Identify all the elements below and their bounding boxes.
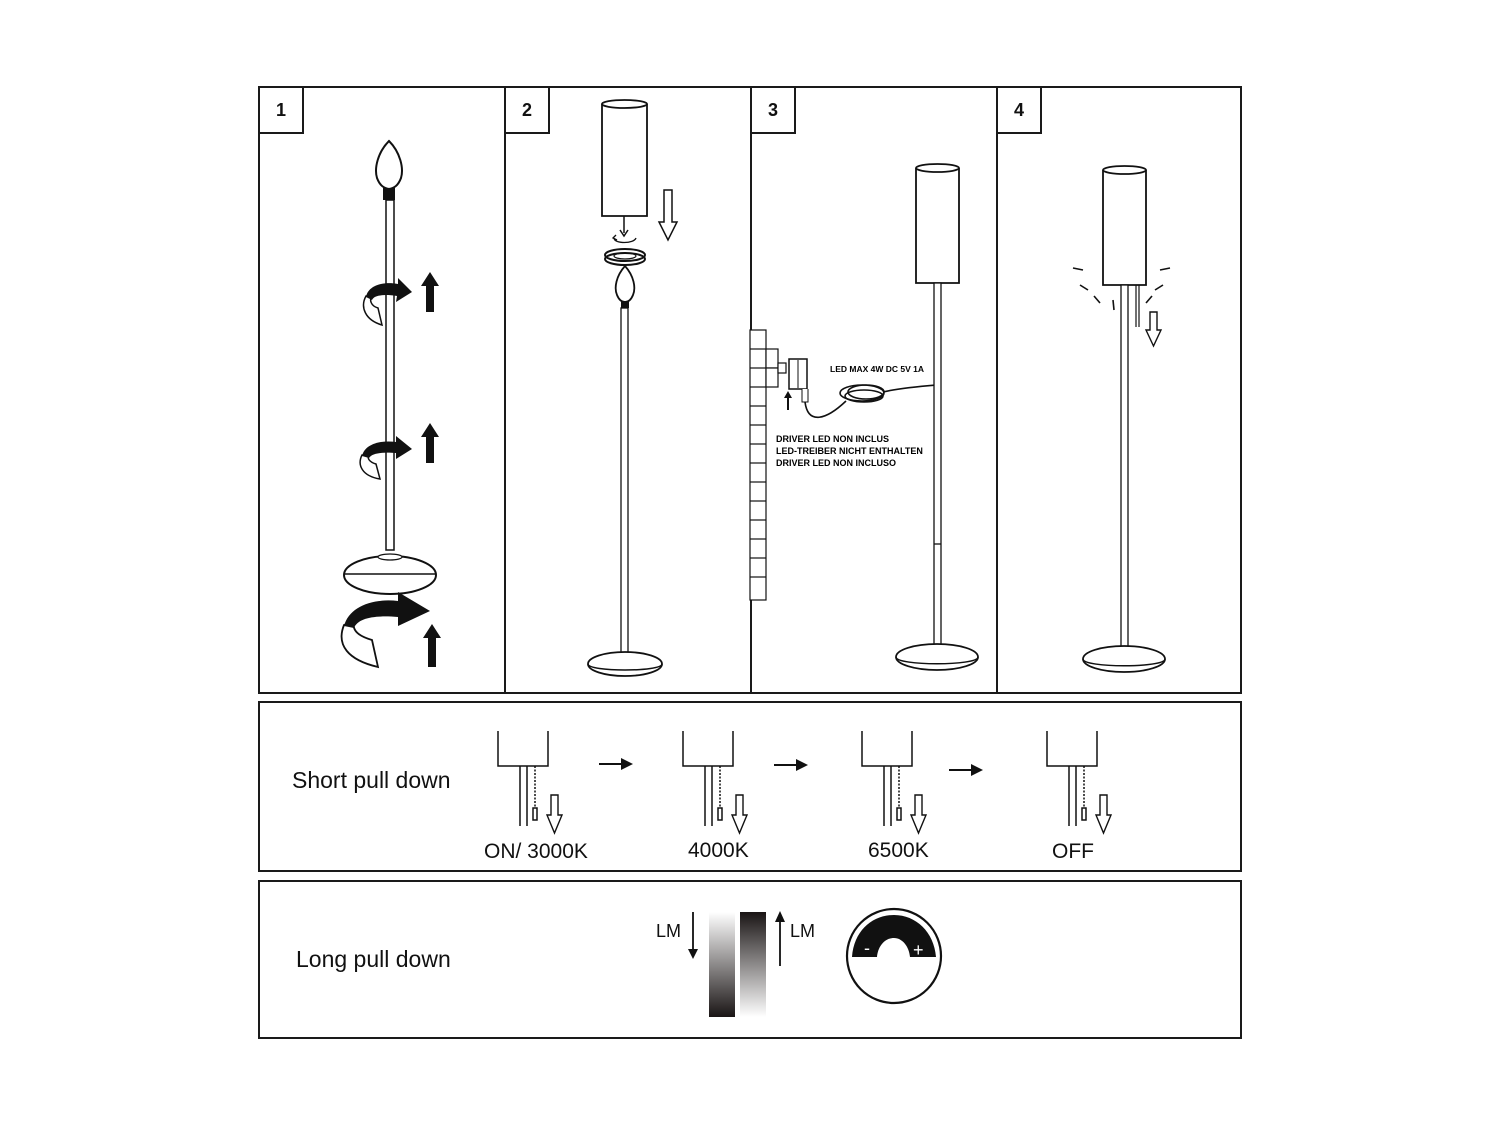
step-number: 4	[998, 88, 1042, 134]
step-panel-4: 4	[996, 86, 1242, 694]
short-pull-label: Short pull down	[292, 767, 451, 793]
brightness-decrease-gradient	[709, 912, 735, 1017]
step1-rotate-arrow-icon	[362, 272, 439, 327]
driver-note-line-fr: DRIVER LED NON INCLUS	[776, 434, 889, 444]
short-pull-panel	[258, 701, 1242, 872]
step2-twist-arrow-icon	[611, 234, 637, 244]
step3-cable	[804, 381, 942, 419]
driver-note-line-it: DRIVER LED NON INCLUSO	[776, 458, 896, 468]
next-state-arrow-icon	[774, 759, 808, 771]
step3-brick-wall	[749, 329, 779, 601]
driver-note-line-de: LED-TREIBER NICHT ENTHALTEN	[776, 446, 923, 456]
dial-plus-label: +	[913, 940, 924, 960]
step2-ring	[604, 248, 646, 266]
driver-spec-label: LED MAX 4W DC 5V 1A	[830, 364, 924, 374]
step2-bulb-icon	[614, 264, 636, 308]
short-pull-arrow-icon	[545, 794, 564, 835]
short-pull-lamp-on	[497, 731, 549, 826]
short-pull-lamp-6500k	[861, 731, 913, 826]
short-pull-arrow-icon	[909, 794, 928, 835]
lm-up-label: LM	[790, 921, 815, 941]
step3-lamp	[895, 163, 979, 671]
step-number: 1	[260, 88, 304, 134]
short-pull-arrow-icon	[1094, 794, 1113, 835]
step1-pole	[385, 199, 395, 551]
dim-up-arrow-icon	[775, 911, 785, 966]
lm-down-label: LM	[656, 921, 681, 941]
next-state-arrow-icon	[949, 764, 983, 776]
step-number: 2	[506, 88, 550, 134]
step2-down-arrow-icon	[657, 189, 679, 242]
step4-lamp	[1082, 165, 1166, 673]
dim-down-arrow-icon	[688, 912, 698, 959]
short-pull-lamp-4000k	[682, 731, 734, 826]
long-pull-label: Long pull down	[296, 946, 451, 972]
brightness-increase-gradient	[740, 912, 766, 1017]
short-pull-lamp-off	[1046, 731, 1098, 826]
step-number: 3	[752, 88, 796, 134]
state-label-4000k: 4000K	[688, 839, 749, 862]
state-label-6500k: 6500K	[868, 839, 929, 862]
step1-base-plate	[343, 553, 437, 595]
step2-shade	[601, 99, 648, 238]
step4-light-rays-icon	[1072, 267, 1171, 311]
dial-minus-label: -	[864, 938, 870, 958]
short-pull-arrow-icon	[730, 794, 749, 835]
dimmer-dial-icon	[845, 907, 943, 1005]
step1-rotate-arrow-icon	[359, 423, 439, 480]
step2-pole	[587, 307, 663, 677]
step4-pull-down-arrow-icon	[1144, 311, 1163, 348]
step3-adapter-plug-icon	[777, 358, 809, 410]
state-label-off: OFF	[1052, 840, 1094, 863]
step1-bulb-icon	[375, 139, 403, 200]
next-state-arrow-icon	[599, 758, 633, 770]
step1-rotate-arrow-icon	[340, 592, 441, 669]
state-label-on: ON/ 3000K	[484, 840, 588, 863]
